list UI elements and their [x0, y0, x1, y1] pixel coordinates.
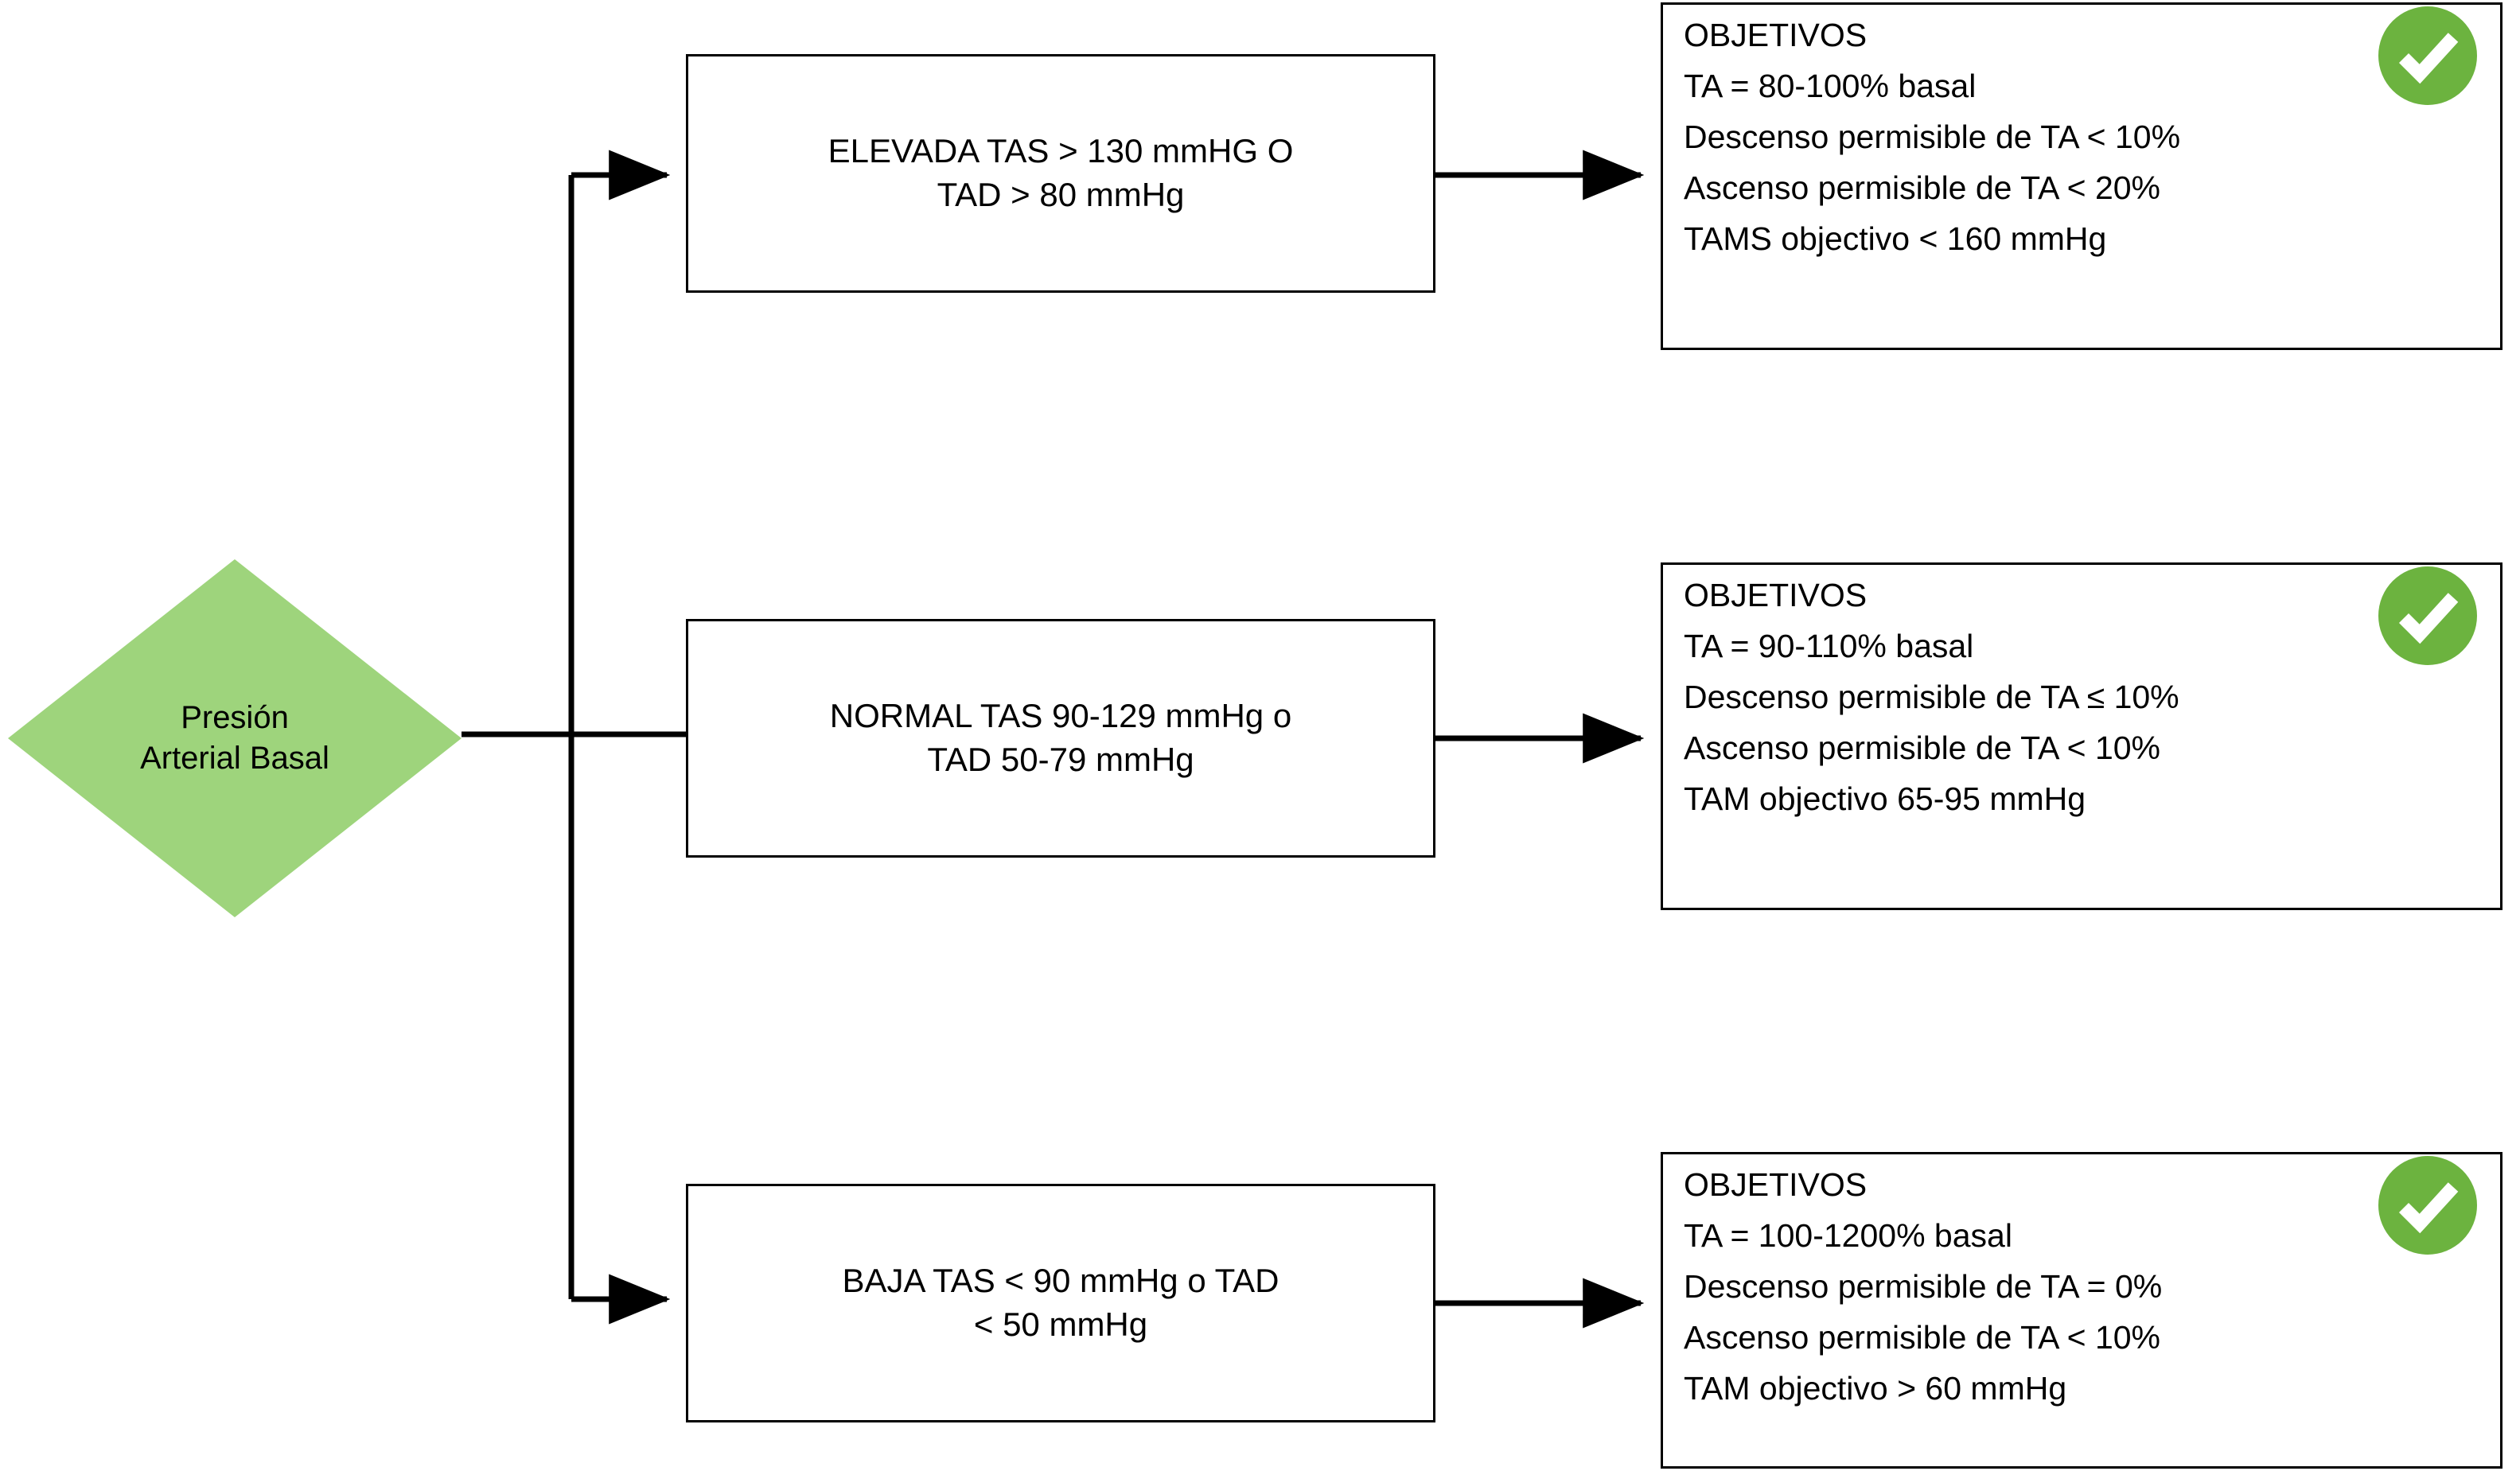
check-icon	[2378, 566, 2478, 666]
condition-label-baja: BAJA TAS < 90 mmHg o TAD < 50 mmHg	[842, 1262, 1279, 1343]
decision-node-label: Presión Arterial Basal	[140, 699, 329, 776]
condition-box-baja[interactable]: BAJA TAS < 90 mmHg o TAD < 50 mmHg	[686, 1184, 1435, 1422]
condition-label-normal: NORMAL TAS 90-129 mmHg o TAD 50-79 mmHg	[829, 697, 1292, 778]
objectives-heading: OBJETIVOS	[1684, 577, 1868, 613]
objectives-box-baja[interactable]: OBJETIVOS TA = 100-1200% basal Descenso …	[1661, 1152, 2502, 1469]
objectives-heading: OBJETIVOS	[1684, 17, 1868, 53]
decision-node-presion-arterial-basal[interactable]: Presión Arterial Basal	[8, 559, 462, 917]
check-icon	[2378, 6, 2478, 106]
objective-item: TAM objectivo 65-95 mmHg	[1684, 780, 2086, 817]
condition-label-elevada: ELEVADA TAS > 130 mmHG O TAD > 80 mmHg	[828, 132, 1294, 213]
objectives-box-elevada[interactable]: OBJETIVOS TA = 80-100% basal Descenso pe…	[1661, 2, 2502, 350]
objective-item: Descenso permisible de TA ≤ 10%	[1684, 679, 2179, 715]
objective-item: TAMS objectivo < 160 mmHg	[1684, 220, 2107, 257]
objective-item: Descenso permisible de TA = 0%	[1684, 1268, 2163, 1305]
condition-box-normal[interactable]: NORMAL TAS 90-129 mmHg o TAD 50-79 mmHg	[686, 619, 1435, 858]
objective-item: Descenso permisible de TA < 10%	[1684, 119, 2181, 155]
condition-box-elevada[interactable]: ELEVADA TAS > 130 mmHG O TAD > 80 mmHg	[686, 54, 1435, 293]
check-icon	[2378, 1155, 2478, 1255]
objectives-heading: OBJETIVOS	[1684, 1166, 1868, 1203]
objective-item: TAM objectivo > 60 mmHg	[1684, 1370, 2067, 1407]
objective-item: TA = 90-110% basal	[1684, 628, 1974, 664]
objective-item: Ascenso permisible de TA < 10%	[1684, 1319, 2161, 1356]
objective-item: Ascenso permisible de TA < 10%	[1684, 730, 2161, 766]
objective-item: TA = 100-1200% basal	[1684, 1217, 2012, 1254]
objective-item: TA = 80-100% basal	[1684, 68, 1977, 104]
objectives-box-normal[interactable]: OBJETIVOS TA = 90-110% basal Descenso pe…	[1661, 562, 2502, 910]
objective-item: Ascenso permisible de TA < 20%	[1684, 169, 2161, 206]
